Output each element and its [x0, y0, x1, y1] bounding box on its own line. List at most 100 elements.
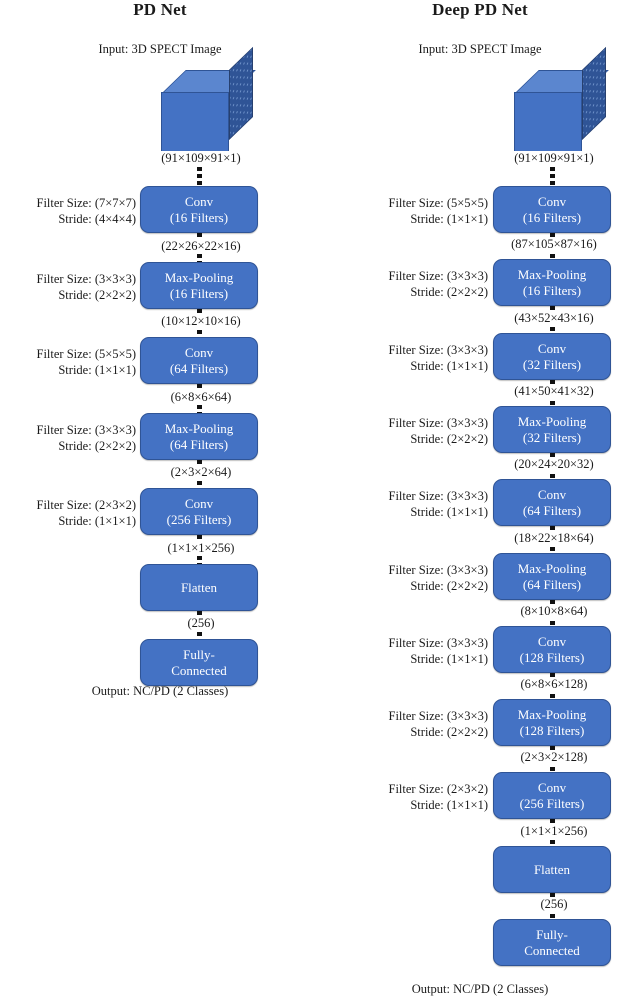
layer-box-max-pooling[interactable]: Max-Pooling(16 Filters) [493, 259, 611, 306]
layer-detail: (32 Filters) [522, 429, 582, 445]
layer-params: Filter Size: (7×7×7) Stride: (4×4×4) [37, 195, 137, 227]
shape-annotation: (6×8×6×64) [128, 389, 274, 405]
layer-box-max-pooling[interactable]: Max-Pooling(64 Filters) [140, 413, 258, 460]
filter-size-label: Filter Size: (3×3×3) [388, 563, 489, 577]
layer-detail: (16 Filters) [522, 282, 582, 298]
layer-name: Flatten [180, 579, 218, 595]
layer-name: Conv [537, 634, 567, 650]
layer-box-flatten[interactable]: Flatten [140, 564, 258, 611]
shape-annotation: (91×109×91×1) [140, 151, 262, 166]
layer-box-conv[interactable]: Conv(16 Filters) [493, 186, 611, 233]
connector-line [549, 160, 555, 186]
layer-name: Conv [184, 194, 214, 210]
layer-box-conv[interactable]: Conv(128 Filters) [493, 626, 611, 673]
input-volume-cube-icon [161, 46, 257, 162]
layer-detail: (64 Filters) [522, 576, 582, 592]
input-volume-cube-icon [514, 46, 610, 162]
layer-params: Filter Size: (3×3×3)Stride: (2×2×2) [389, 708, 489, 740]
shape-annotation: (87×105×87×16) [481, 237, 627, 252]
layer-box-conv[interactable]: Conv(256 Filters) [493, 772, 611, 819]
stride-label: Stride: (1×1×1) [410, 505, 488, 519]
layer-box-fully[interactable]: Fully-Connected [493, 919, 611, 966]
filter-size-label: Filter Size: (3×3×3) [388, 636, 489, 650]
filter-size-label: Filter Size: (5×5×5) [36, 347, 137, 361]
layer-box-conv[interactable]: Conv(256 Filters) [140, 488, 258, 535]
layer-detail: (256 Filters) [519, 795, 585, 811]
filter-size-label: Filter Size: (3×3×3) [388, 489, 489, 503]
layer-detail: (16 Filters) [169, 209, 229, 225]
layer-detail: (16 Filters) [169, 285, 229, 301]
layer-box-conv[interactable]: Conv(64 Filters) [493, 479, 611, 526]
cube-face-side [229, 46, 253, 140]
shape-annotation: (1×1×1×256) [481, 823, 627, 839]
shape-annotation: (43×52×43×16) [481, 310, 627, 326]
layer-detail: (64 Filters) [169, 360, 229, 376]
shape-annotation: (18×22×18×64) [481, 530, 627, 546]
cube-face-front [161, 92, 229, 160]
layer-params: Filter Size: (3×3×3) Stride: (1×1×1) [389, 488, 489, 520]
layer-params: Filter Size: (2×3×2) Stride: (1×1×1) [389, 781, 489, 813]
filter-size-label: Filter Size: (7×7×7) [36, 196, 137, 210]
layer-detail: (64 Filters) [169, 436, 229, 452]
shape-annotation: (2×3×2×128) [481, 750, 627, 765]
layer-name: Flatten [533, 861, 571, 877]
layer-name: Max-Pooling [517, 707, 587, 723]
layer-params: Filter Size: (3×3×3) Stride: (1×1×1) [389, 342, 489, 374]
layer-detail: (256 Filters) [166, 511, 232, 527]
layer-params: Filter Size: (3×3×3) Stride: (2×2×2) [389, 268, 489, 300]
filter-size-label: Filter Size: (3×3×3) [388, 269, 489, 283]
connector-line [196, 160, 202, 186]
layer-box-max-pooling[interactable]: Max-Pooling(32 Filters) [493, 406, 611, 453]
filter-size-label: Filter Size: (3×3×3) [388, 343, 489, 357]
layer-name: Conv [537, 780, 567, 796]
shape-annotation: (41×50×41×32) [481, 384, 627, 399]
filter-size-label: Filter Size: (5×5×5) [388, 196, 489, 210]
stride-label: Stride: (1×1×1) [410, 652, 488, 666]
layer-params: Filter Size: (5×5×5)Stride: (1×1×1) [37, 346, 137, 378]
shape-annotation: (10×12×10×16) [128, 314, 274, 329]
shape-annotation: (256) [481, 897, 627, 912]
layer-box-conv[interactable]: Conv(16 Filters) [140, 186, 258, 233]
layer-params: Filter Size: (3×3×3)Stride: (2×2×2) [37, 271, 137, 303]
filter-size-label: Filter Size: (3×3×3) [388, 416, 489, 430]
stride-label: Stride: (1×1×1) [58, 514, 136, 528]
shape-annotation: (20×24×20×32) [481, 457, 627, 472]
layer-name: Conv [537, 487, 567, 503]
stride-label: Stride: (2×2×2) [410, 432, 488, 446]
filter-size-label: Filter Size: (2×3×2) [36, 498, 137, 512]
layer-box-max-pooling[interactable]: Max-Pooling(128 Filters) [493, 699, 611, 746]
network-title: PD Net [133, 0, 187, 19]
stride-label: Stride: (2×2×2) [58, 288, 136, 302]
filter-size-label: Filter Size: (3×3×3) [388, 709, 489, 723]
layer-name: Max-Pooling [517, 414, 587, 430]
layer-name: Conv [184, 345, 214, 361]
layer-box-flatten[interactable]: Flatten [493, 846, 611, 893]
shape-annotation: (1×1×1×256) [128, 540, 274, 556]
layer-detail: (128 Filters) [519, 722, 585, 738]
layer-name: Max-Pooling [517, 561, 587, 577]
layer-detail: (128 Filters) [519, 649, 585, 665]
layer-params: Filter Size: (5×5×5)Stride: (1×1×1) [389, 195, 489, 227]
layer-params: Filter Size: (3×3×3)Stride: (2×2×2) [37, 422, 137, 454]
layer-box-max-pooling[interactable]: Max-Pooling(16 Filters) [140, 262, 258, 309]
stride-label: Stride: (2×2×2) [410, 285, 488, 299]
layer-name: Fully- [536, 927, 568, 943]
stride-label: Stride: (1×1×1) [410, 798, 488, 812]
shape-annotation: (256) [128, 616, 274, 631]
filter-size-label: Filter Size: (2×3×2) [388, 782, 489, 796]
layer-box-conv[interactable]: Conv(64 Filters) [140, 337, 258, 384]
layer-detail: Connected [524, 942, 580, 958]
layer-box-conv[interactable]: Conv(32 Filters) [493, 333, 611, 380]
layer-params: Filter Size: (3×3×3) Stride: (2×2×2) [389, 415, 489, 447]
layer-box-fully[interactable]: Fully-Connected [140, 639, 258, 686]
input-caption: Input: 3D SPECT Image [98, 42, 222, 56]
shape-annotation: (22×26×22×16) [128, 238, 274, 254]
layer-name: Fully- [183, 647, 215, 663]
shape-annotation: (6×8×6×128) [481, 677, 627, 692]
stride-label: Stride: (4×4×4) [58, 212, 136, 226]
stride-label: Stride: (1×1×1) [410, 359, 488, 373]
stride-label: Stride: (2×2×2) [410, 579, 488, 593]
layer-box-max-pooling[interactable]: Max-Pooling(64 Filters) [493, 553, 611, 600]
